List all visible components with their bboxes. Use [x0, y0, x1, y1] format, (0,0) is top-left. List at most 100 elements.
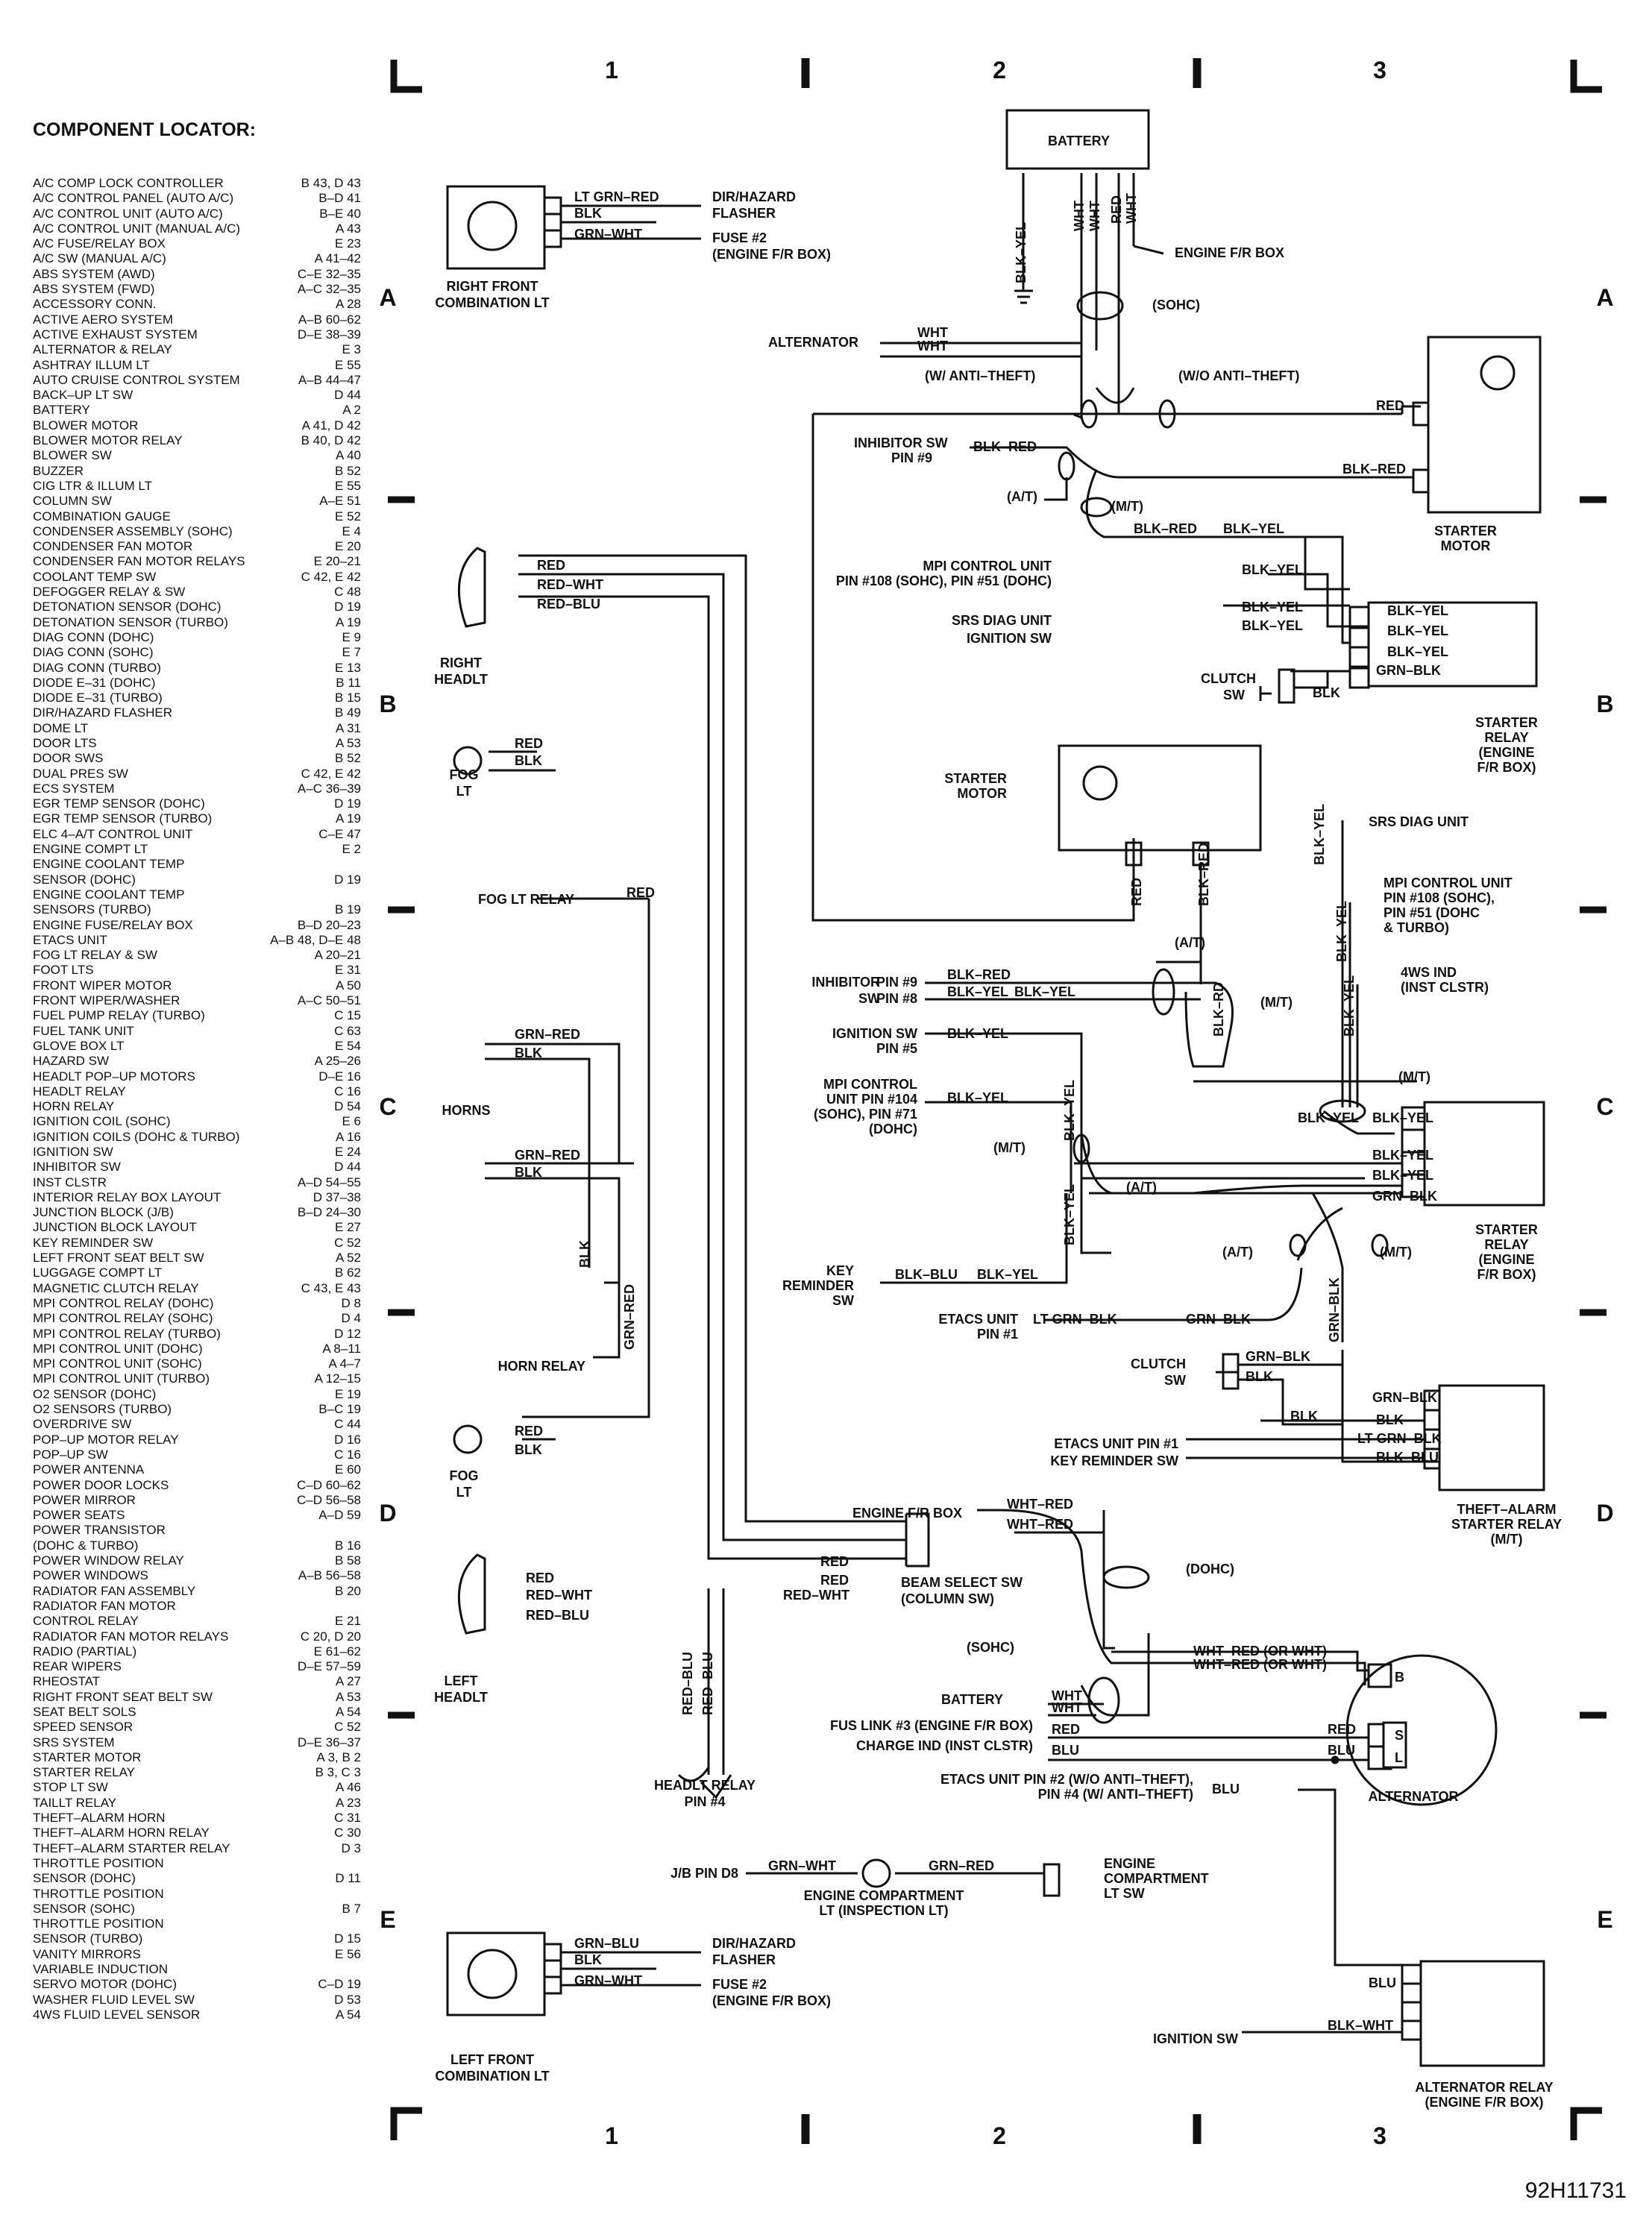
diagram-label: WHT–RED (OR WHT): [1193, 1644, 1327, 1659]
locator-grid-ref: C 42, E 42: [301, 569, 361, 584]
diagram-label: GRN–BLK: [1372, 1189, 1437, 1204]
locator-grid-ref: A 4–7: [328, 1356, 362, 1371]
locator-name: THROTTLE POSITION: [33, 1917, 164, 1931]
locator-grid-ref: A 40: [335, 448, 361, 463]
diagram-label: HORNS: [442, 1103, 490, 1118]
locator-name: A/C CONTROL UNIT (MANUAL A/C): [33, 221, 241, 236]
locator-grid-ref: B 7: [342, 1901, 361, 1916]
column-label: 2: [993, 2122, 1006, 2149]
locator-grid-ref: D 19: [334, 600, 361, 614]
diagram-label: KEY: [826, 1263, 854, 1278]
locator-grid-ref: A 25–26: [314, 1054, 361, 1069]
diagram-label: WHT: [917, 339, 948, 353]
locator-grid-ref: A–B 48, D–E 48: [270, 932, 361, 947]
diagram-label: WHT–RED: [1007, 1497, 1073, 1512]
row-label: C: [379, 1093, 396, 1120]
locator-name: MPI CONTROL UNIT (SOHC): [33, 1356, 202, 1371]
locator-name: DIODE E–31 (TURBO): [33, 691, 163, 705]
row-label: B: [379, 691, 396, 717]
locator-name: O2 SENSOR (DOHC): [33, 1386, 157, 1401]
row-label: A: [1596, 284, 1613, 311]
locator-grid-ref: D 8: [341, 1295, 361, 1310]
diagram-label: BLK–YEL: [1372, 1148, 1433, 1163]
locator-grid-ref: B 20: [335, 1583, 361, 1598]
diagram-label: J/B PIN D8: [670, 1866, 738, 1881]
locator-row: DIAG CONN (DOHC)E 9: [33, 630, 361, 645]
locator-name: POWER SEATS: [33, 1508, 125, 1523]
diagram-label: ETACS UNIT PIN #2 (W/O ANTI–THEFT),: [940, 1772, 1193, 1787]
diagram-label: FOG: [450, 1468, 479, 1483]
locator-grid-ref: D–E 57–59: [297, 1659, 361, 1674]
locator-grid-ref: B 3, C 3: [315, 1765, 361, 1780]
locator-grid-ref: D 12: [334, 1326, 361, 1341]
locator-name: BLOWER MOTOR: [33, 418, 139, 433]
locator-name: EGR TEMP SENSOR (TURBO): [33, 811, 213, 826]
locator-grid-ref: A 19: [335, 614, 361, 629]
diagram-label: BLK: [1290, 1409, 1318, 1424]
locator-name: RIGHT FRONT SEAT BELT SW: [33, 1689, 213, 1704]
locator-name: ABS SYSTEM (FWD): [33, 282, 155, 297]
locator-name: POWER MIRROR: [33, 1492, 136, 1507]
diagram-label: & TURBO): [1384, 920, 1449, 935]
locator-name: HORN RELAY: [33, 1099, 115, 1114]
locator-row: SENSORS (TURBO)B 19: [33, 902, 361, 917]
diagram-label: BLK: [515, 1442, 542, 1457]
diagram-label: F/R BOX): [1477, 1267, 1536, 1282]
locator-name: ENGINE COOLANT TEMP: [33, 887, 185, 902]
locator-row: BUZZER B 52: [33, 464, 361, 479]
diagram-label: STARTER: [944, 771, 1007, 786]
locator-grid-ref: D 15: [334, 1931, 361, 1946]
diagram-label: IGNITION SW: [1153, 2031, 1238, 2046]
diagram-label: RED: [515, 736, 543, 751]
diagram-label: KEY REMINDER SW: [1050, 1453, 1178, 1468]
locator-grid-ref: B 62: [335, 1266, 361, 1280]
diagram-label: COMPARTMENT: [1104, 1871, 1209, 1886]
locator-name: THROTTLE POSITION: [33, 1855, 164, 1870]
locator-row: MPI CONTROL UNIT (SOHC) A 4–7: [33, 1356, 361, 1371]
diagram-label: WHT: [1052, 1700, 1082, 1715]
diagram-label: ETACS UNIT: [938, 1312, 1018, 1327]
locator-grid-ref: A–D 54–55: [297, 1175, 361, 1189]
diagram-label: (COLUMN SW): [901, 1591, 994, 1606]
diagram-label: MPI CONTROL UNIT: [1384, 875, 1513, 890]
locator-row: DIODE E–31 (TURBO) B 15: [33, 691, 361, 705]
locator-grid-ref: D 16: [334, 1432, 361, 1447]
locator-grid-ref: B–D 20–23: [297, 917, 361, 932]
diagram-label: (SOHC): [1152, 298, 1200, 312]
diagram-label: BLK: [1246, 1369, 1273, 1384]
locator-name: SENSOR (TURBO): [33, 1931, 143, 1946]
locator-name: BUZZER: [33, 463, 84, 478]
locator-row: MPI CONTROL RELAY (TURBO)D 12: [33, 1327, 361, 1342]
locator-name: VARIABLE INDUCTION: [33, 1962, 169, 1977]
locator-name: SEAT BELT SOLS: [33, 1704, 136, 1719]
locator-row: SENSOR (DOHC)D 19: [33, 873, 361, 887]
locator-grid-ref: E 4: [342, 524, 361, 538]
diagram-label: BLK–RED: [947, 967, 1011, 982]
locator-name: SENSOR (DOHC): [33, 872, 136, 887]
locator-name: RADIO (PARTIAL): [33, 1644, 137, 1659]
diagram-label: BLK–YEL: [1387, 623, 1448, 638]
locator-grid-ref: B 52: [335, 463, 361, 478]
diagram-label: GRN–BLK: [1327, 1277, 1342, 1342]
locator-grid-ref: B 15: [335, 691, 361, 705]
locator-name: ACTIVE EXHAUST SYSTEM: [33, 327, 198, 342]
diagram-label: STARTER: [1475, 715, 1538, 730]
